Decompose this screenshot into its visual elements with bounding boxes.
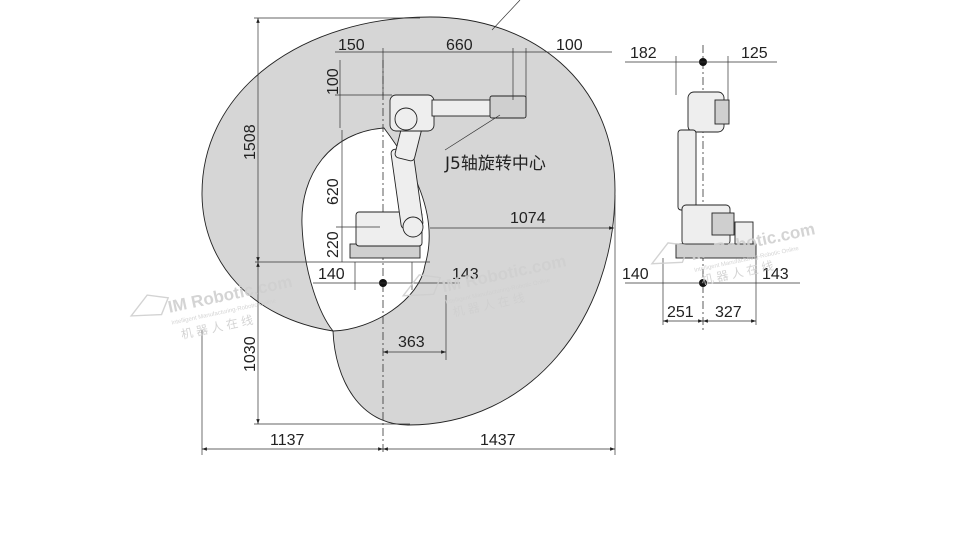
robot-j3-joint xyxy=(394,107,418,131)
front-base-plate xyxy=(675,243,757,259)
j5-leader-line xyxy=(444,114,501,151)
dim-front-140-label: 140 xyxy=(622,266,649,283)
dim-125-label: 125 xyxy=(741,45,768,62)
robot-j2-joint xyxy=(402,216,424,238)
front-wrist-motor xyxy=(714,99,730,125)
front-arm xyxy=(677,129,697,211)
front-motor xyxy=(711,212,735,236)
dim-100-top-label: 100 xyxy=(556,37,583,54)
dim-100-left-label: 100 xyxy=(325,68,342,95)
envelope-leader-line xyxy=(491,0,521,31)
dim-620-label: 620 xyxy=(325,178,342,205)
dim-327-label: 327 xyxy=(715,304,742,321)
watermark-robot-icon-2 xyxy=(401,274,442,297)
dim-182-label: 182 xyxy=(630,45,657,62)
robot-arm-side xyxy=(349,94,527,259)
dim-660-label: 660 xyxy=(446,37,473,54)
j5-annotation: J5轴旋转中心 xyxy=(444,154,546,174)
dim-1508-label: 1508 xyxy=(242,124,259,160)
work-envelope xyxy=(201,16,616,426)
dim-1074-label: 1074 xyxy=(510,210,546,227)
front-view: 182 125 140 143 251 327 xyxy=(622,45,800,330)
dim-143-label: 143 xyxy=(452,266,479,283)
watermark-robot-icon xyxy=(129,294,170,317)
watermark-robot-icon-3 xyxy=(650,242,690,265)
dim-150-label: 150 xyxy=(338,37,365,54)
side-view: 150 660 100 100 1508 620 220 140 143 107… xyxy=(201,0,616,455)
dim-251-label: 251 xyxy=(667,304,694,321)
robot-wrist xyxy=(489,95,527,119)
dim-1030-label: 1030 xyxy=(242,336,259,372)
dim-1437-label: 1437 xyxy=(480,432,516,449)
robot-forearm xyxy=(431,99,495,117)
dim-1137-label: 1137 xyxy=(270,432,305,449)
dim-140-label: 140 xyxy=(318,266,345,283)
dim-363-label: 363 xyxy=(398,334,425,351)
dim-220-label: 220 xyxy=(325,231,342,258)
robot-front xyxy=(675,91,757,259)
dim-front-143-label: 143 xyxy=(762,266,789,283)
